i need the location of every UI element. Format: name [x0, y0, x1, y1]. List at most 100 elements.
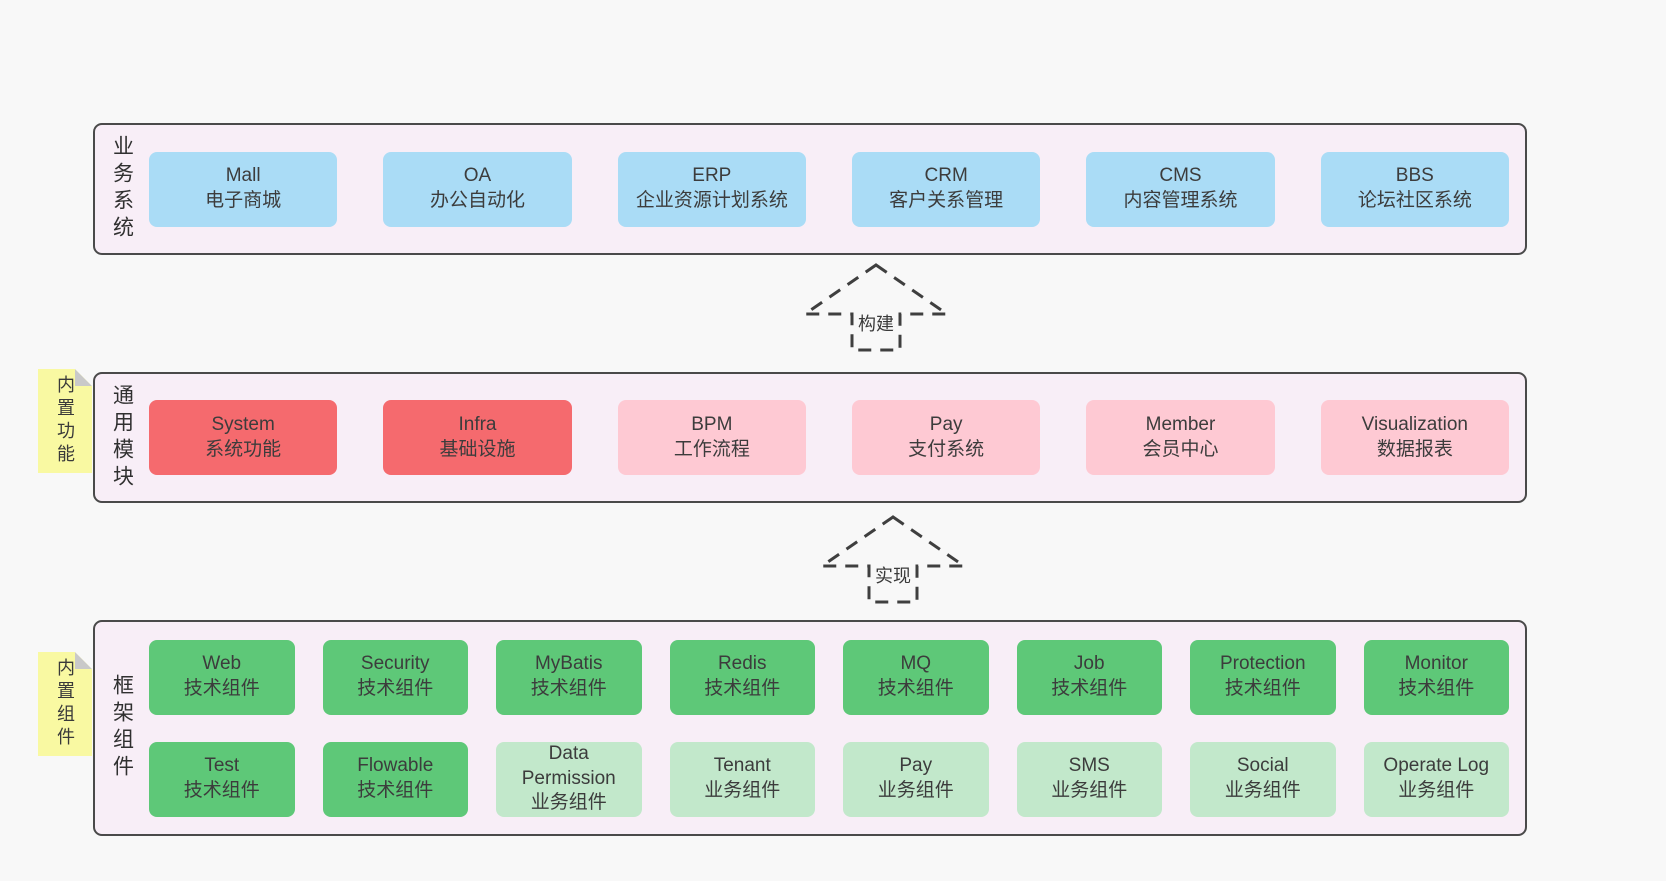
box-title: BPM: [691, 413, 733, 435]
panel-modules-label-wrap: 通用模块: [95, 374, 149, 501]
box-visualization: Visualization 数据报表: [1320, 400, 1509, 475]
box-subtitle: 业务组件: [1398, 780, 1475, 801]
box-subtitle: 业务组件: [1051, 780, 1128, 801]
box-title: Flowable: [357, 755, 434, 777]
sticky-framework-text: 内置组件: [55, 658, 75, 750]
arrow-build: 构建: [801, 262, 951, 354]
box-monitor: Monitor 技术组件: [1363, 639, 1509, 715]
box-protection: Protection 技术组件: [1190, 639, 1336, 715]
box-tenant: Tenant 业务组件: [669, 741, 815, 817]
box-subtitle: 业务组件: [1224, 780, 1301, 801]
box-pay-component: Pay 业务组件: [843, 741, 989, 817]
box-data-permission: Data Permission 业务组件: [496, 741, 642, 817]
box-job: Job 技术组件: [1016, 639, 1162, 715]
box-subtitle: 技术组件: [183, 678, 260, 699]
panel-framework-components: 框架组件 Web 技术组件 Security 技术组件 MyBatis 技术组件…: [93, 620, 1527, 836]
panel-business-label: 业务系统: [110, 135, 134, 243]
box-title: System: [211, 413, 275, 435]
panel-business-systems: 业务系统 Mall 电子商城 OA 办公自动化 ERP 企业资源计划系统 CRM…: [93, 123, 1527, 255]
box-title: SMS: [1068, 755, 1110, 777]
box-subtitle: 办公自动化: [429, 190, 525, 211]
box-subtitle: 企业资源计划系统: [635, 190, 788, 211]
box-subtitle: 技术组件: [704, 678, 781, 699]
box-subtitle: 技术组件: [1051, 678, 1128, 699]
sticky-modules-text: 内置功能: [55, 375, 75, 467]
box-subtitle: 业务组件: [877, 780, 954, 801]
box-member: Member 会员中心: [1086, 400, 1275, 475]
box-title: CRM: [924, 165, 968, 187]
box-subtitle: 技术组件: [357, 780, 434, 801]
box-subtitle: 数据报表: [1376, 438, 1453, 460]
box-subtitle: 电子商城: [205, 190, 282, 211]
box-subtitle: 论坛社区系统: [1357, 190, 1472, 211]
box-sms: SMS 业务组件: [1016, 741, 1162, 817]
box-subtitle: 会员中心: [1142, 438, 1219, 460]
box-title: ERP: [692, 165, 732, 187]
box-cms: CMS 内容管理系统: [1086, 151, 1275, 227]
panel-business-label-wrap: 业务系统: [95, 125, 149, 253]
box-title: Mall: [225, 165, 261, 187]
sticky-note-builtin-components: 内置组件: [38, 652, 92, 756]
panel-modules-label: 通用模块: [110, 383, 134, 492]
box-infra: Infra 基础设施: [383, 400, 572, 475]
box-mybatis: MyBatis 技术组件: [496, 639, 642, 715]
box-title: Data Permission: [521, 742, 616, 789]
box-operate-log: Operate Log 业务组件: [1363, 741, 1509, 817]
box-mall: Mall 电子商城: [149, 151, 338, 227]
box-web: Web 技术组件: [149, 639, 295, 715]
box-title: OA: [463, 165, 492, 187]
arrow-implement: 实现: [818, 514, 968, 606]
box-subtitle: 技术组件: [357, 678, 434, 699]
box-title: Member: [1145, 413, 1216, 435]
box-social: Social 业务组件: [1190, 741, 1336, 817]
box-test: Test 技术组件: [149, 741, 295, 817]
box-title: Infra: [458, 413, 497, 435]
business-boxes: Mall 电子商城 OA 办公自动化 ERP 企业资源计划系统 CRM 客户关系…: [149, 125, 1509, 253]
box-flowable: Flowable 技术组件: [322, 741, 468, 817]
box-subtitle: 系统功能: [205, 438, 282, 460]
box-title: Visualization: [1361, 413, 1468, 435]
box-subtitle: 支付系统: [908, 438, 985, 460]
box-title: Web: [202, 653, 242, 675]
box-bbs: BBS 论坛社区系统: [1320, 151, 1509, 227]
sticky-note-builtin-features: 内置功能: [38, 369, 92, 473]
box-title: Tenant: [713, 755, 771, 777]
arrow-implement-label: 实现: [872, 562, 914, 588]
box-pay: Pay 支付系统: [851, 400, 1041, 475]
box-subtitle: 业务组件: [704, 780, 781, 801]
box-subtitle: 业务组件: [530, 792, 607, 814]
box-subtitle: 技术组件: [530, 678, 607, 699]
box-title: MQ: [900, 653, 932, 675]
module-boxes: System 系统功能 Infra 基础设施 BPM 工作流程 Pay 支付系统…: [149, 374, 1509, 501]
box-security: Security 技术组件: [322, 639, 468, 715]
box-title: Job: [1073, 653, 1105, 675]
box-title: Protection: [1219, 653, 1306, 675]
panel-common-modules: 通用模块 System 系统功能 Infra 基础设施 BPM 工作流程 Pay…: [93, 372, 1527, 503]
box-title: Pay: [929, 413, 963, 435]
box-title: Pay: [899, 755, 933, 777]
box-subtitle: 基础设施: [439, 438, 516, 460]
box-redis: Redis 技术组件: [669, 639, 815, 715]
box-title: CMS: [1159, 165, 1202, 187]
box-title: Test: [204, 755, 240, 777]
box-title: Operate Log: [1383, 755, 1490, 777]
box-title: Monitor: [1404, 653, 1468, 675]
box-title: Social: [1236, 755, 1289, 777]
folded-corner-icon: [75, 369, 92, 386]
box-subtitle: 内容管理系统: [1123, 190, 1238, 211]
box-oa: OA 办公自动化: [383, 151, 572, 227]
box-title: Redis: [717, 653, 767, 675]
up-arrow-icon: [818, 515, 968, 604]
box-subtitle: 工作流程: [673, 438, 750, 460]
panel-framework-label: 框架组件: [110, 674, 134, 782]
box-title: Security: [360, 653, 430, 675]
box-mq: MQ 技术组件: [843, 639, 989, 715]
box-system: System 系统功能: [149, 400, 338, 475]
box-subtitle: 技术组件: [1224, 678, 1301, 699]
box-title: BBS: [1395, 165, 1434, 187]
box-subtitle: 客户关系管理: [889, 190, 1004, 211]
box-subtitle: 技术组件: [877, 678, 954, 699]
box-title: MyBatis: [534, 653, 603, 675]
box-subtitle: 技术组件: [1398, 678, 1475, 699]
box-bpm: BPM 工作流程: [617, 400, 806, 475]
